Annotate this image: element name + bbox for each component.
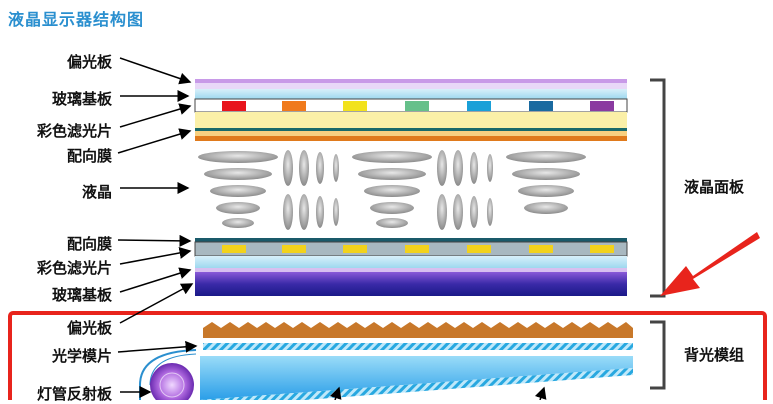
label-polarizer-bottom: 偏光板 — [66, 319, 112, 337]
layer-color-filter-bottom — [195, 256, 627, 268]
label-alignment-bottom: 配向膜 — [66, 235, 112, 253]
lamp-icon — [150, 363, 194, 400]
label-lamp-reflector: 灯管反射板 — [36, 385, 112, 403]
label-color-filter-top: 彩色滤光片 — [36, 122, 112, 140]
liquid-crystal-layer — [198, 150, 586, 230]
label-glass-bottom: 玻璃基板 — [51, 286, 112, 304]
label-optical-film: 光学模片 — [51, 347, 112, 365]
layer-prism-sheet — [203, 322, 633, 338]
lamp-reflector — [139, 349, 197, 400]
red-pointer-arrow-icon — [660, 232, 760, 296]
label-lcd-panel: 液晶面板 — [684, 178, 745, 196]
layer-optical-film — [203, 343, 633, 350]
label-liquid-crystal: 液晶 — [81, 183, 112, 201]
layer-alignment-bottom — [194, 238, 628, 257]
layer-alignment-top — [195, 128, 627, 131]
layer-color-filter-top — [194, 98, 628, 113]
backlight-highlight-box — [8, 311, 767, 400]
layer-filter-substrate — [195, 112, 627, 128]
label-glass-top: 玻璃基板 — [51, 90, 112, 108]
layer-glass-bottom — [195, 272, 627, 296]
bracket-lcd-panel — [650, 78, 666, 298]
bracket-backlight — [650, 320, 666, 390]
layer-light-guide-plate — [200, 356, 633, 400]
label-polarizer-top: 偏光板 — [66, 53, 112, 71]
layer-polarizer-top — [195, 79, 627, 89]
label-backlight-module: 背光模组 — [684, 346, 745, 364]
label-alignment-top: 配向膜 — [66, 147, 112, 165]
label-color-filter-bottom: 彩色滤光片 — [36, 259, 112, 277]
layer-glass-top — [195, 89, 627, 99]
page-title: 液晶显示器结构图 — [8, 10, 145, 29]
